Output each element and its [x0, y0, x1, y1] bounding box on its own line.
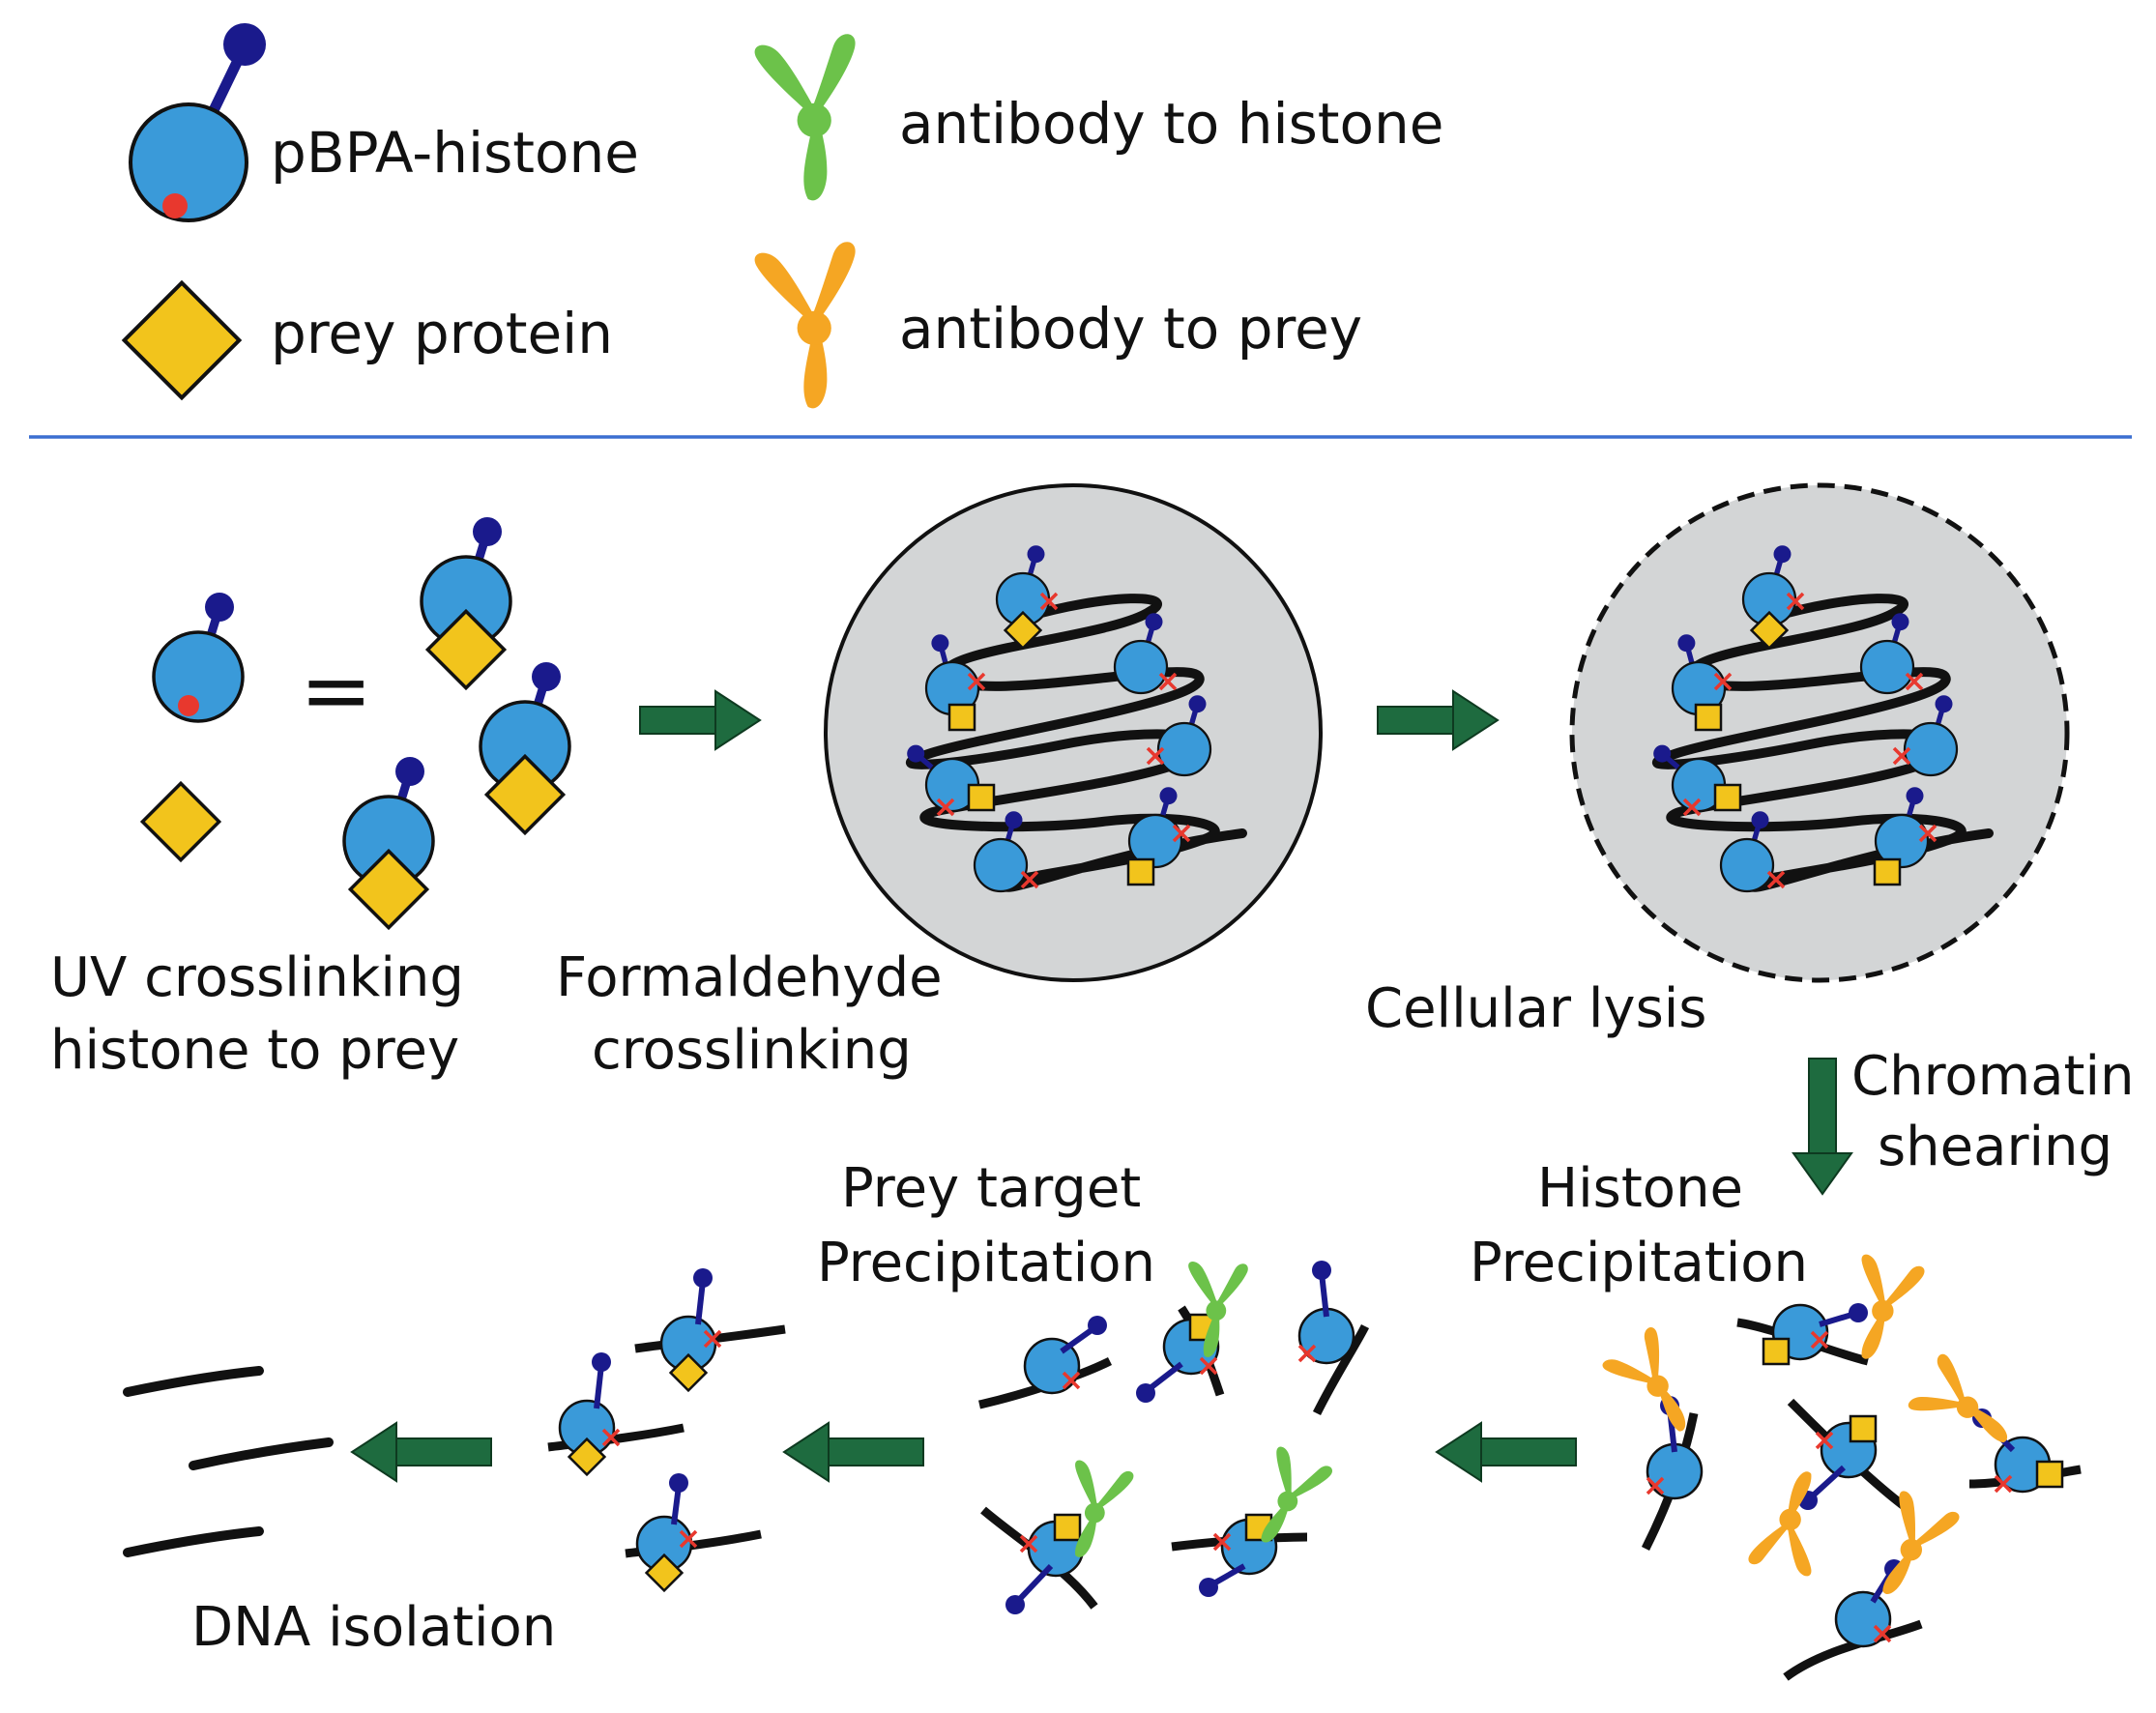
uv-histone-icon — [154, 593, 243, 721]
legend-prey-icon — [121, 279, 243, 401]
legend-histone-label: pBPA-histone — [271, 120, 639, 186]
equals-sign: = — [300, 640, 372, 741]
arrow-to-formaldehyde — [639, 690, 761, 750]
nucleus-solid — [824, 483, 1323, 982]
arrow-chromatin-shearing — [1792, 1058, 1853, 1196]
legend-antibody-histone-label: antibody to histone — [899, 91, 1443, 157]
arrow-final — [351, 1422, 492, 1482]
legend: pBPA-histone prey protein antibody to hi… — [121, 23, 1443, 409]
histone-precip-label-line1: Histone — [1537, 1157, 1743, 1220]
formaldehyde-step: Formaldehyde crosslinking — [556, 483, 1323, 1082]
dna-isolation-step: DNA isolation — [123, 1366, 556, 1659]
uv-complex-1 — [422, 517, 510, 690]
uv-label-line1: UV crosslinking — [50, 946, 464, 1009]
lysis-step: Cellular lysis — [1365, 482, 2070, 1040]
legend-antibody-prey-icon — [754, 242, 856, 409]
arrow-to-lysis — [1377, 690, 1499, 750]
prey-precip-label-line1: Prey target — [841, 1157, 1141, 1220]
histone-precipitation-step: Histone Precipitation — [1470, 1157, 2082, 1681]
uv-prey-icon — [140, 781, 221, 862]
nucleus-lysed — [1569, 482, 2070, 983]
legend-antibody-prey-label: antibody to prey — [899, 296, 1362, 362]
uv-label-line2: histone to prey — [50, 1019, 459, 1082]
shearing-label-line1: Chromatin — [1851, 1045, 2135, 1108]
formaldehyde-label-line2: crosslinking — [592, 1019, 912, 1082]
arrow-to-prey-precip — [1436, 1422, 1577, 1482]
dna-strand-1 — [123, 1366, 264, 1397]
arrow-to-dna-isolation — [783, 1422, 924, 1482]
legend-antibody-histone-icon — [754, 34, 856, 201]
lysis-label: Cellular lysis — [1365, 977, 1706, 1040]
shearing-label-line2: shearing — [1878, 1116, 2112, 1178]
uv-complex-3 — [344, 757, 433, 930]
legend-histone-icon — [129, 23, 266, 222]
dna-strand-2 — [189, 1437, 334, 1470]
cleaned-fragments — [547, 1268, 786, 1592]
formaldehyde-label-line1: Formaldehyde — [556, 946, 943, 1009]
uv-crosslinking-step: = UV crosslinking histone to prey — [50, 517, 569, 1082]
uv-complex-2 — [481, 662, 569, 835]
prey-precipitation-step: Prey target Precipitation — [817, 1157, 1370, 1614]
legend-prey-label: prey protein — [271, 301, 613, 366]
dna-strand-3 — [123, 1526, 264, 1557]
dna-isolation-label: DNA isolation — [191, 1596, 556, 1659]
histone-precip-label-line2: Precipitation — [1470, 1232, 1808, 1294]
prey-precip-label-line2: Precipitation — [817, 1232, 1155, 1294]
